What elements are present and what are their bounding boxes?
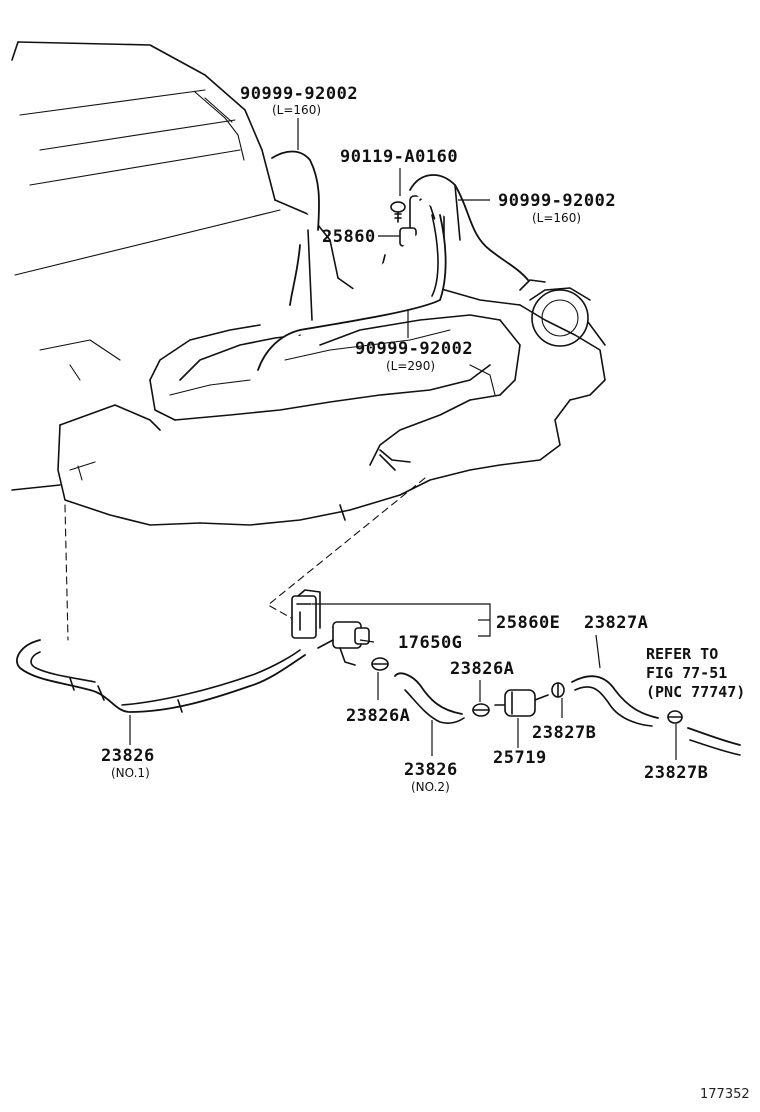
hose-upper-right — [257, 174, 529, 371]
filter-25719 — [494, 689, 549, 717]
clamp-23827b-left — [551, 682, 565, 698]
hose-no2 — [394, 672, 465, 725]
label-23826-no2: 23826 — [404, 760, 458, 780]
clamp-23826a-left — [371, 657, 389, 671]
reference-line-3: (PNC 77747) — [646, 683, 746, 701]
dashed-guides — [64, 477, 426, 641]
label-23826-no1: 23826 — [101, 746, 155, 766]
label-length-160-left: (L=160) — [272, 103, 322, 117]
label-25719: 25719 — [493, 748, 547, 768]
label-90999-92002-upper-right: 90999-92002 — [498, 191, 617, 211]
label-23826a-left: 23826A — [346, 706, 411, 726]
label-no1: (NO.1) — [111, 766, 150, 780]
label-length-290: (L=290) — [386, 359, 436, 373]
hose-upper-left — [271, 150, 320, 321]
label-23826a-right: 23826A — [450, 659, 515, 679]
label-90999-92002-upper-left: 90999-92002 — [240, 84, 359, 104]
reference-line-2: FIG 77-51 — [646, 664, 728, 682]
label-25860: 25860 — [322, 227, 376, 247]
hose-no1 — [16, 639, 306, 713]
reference-line-1: REFER TO — [646, 645, 719, 663]
figure-code: 177352 — [700, 1087, 750, 1102]
label-25860e: 25860E — [496, 613, 561, 633]
label-23827b-right: 23827B — [644, 763, 709, 783]
clamp-23827b-right — [667, 710, 741, 756]
hose-23827a — [571, 675, 659, 727]
label-no2: (NO.2) — [411, 780, 450, 794]
label-23827b-left: 23827B — [532, 723, 597, 743]
label-17650g: 17650G — [398, 633, 463, 653]
vsv-lower — [291, 589, 370, 666]
label-90119-a0160: 90119-A0160 — [340, 147, 459, 167]
engine-outline — [11, 41, 606, 526]
label-23827a: 23827A — [584, 613, 649, 633]
clamp-23826a-right — [472, 703, 490, 717]
label-length-160-right: (L=160) — [532, 211, 582, 225]
label-90999-92002-middle: 90999-92002 — [355, 339, 474, 359]
